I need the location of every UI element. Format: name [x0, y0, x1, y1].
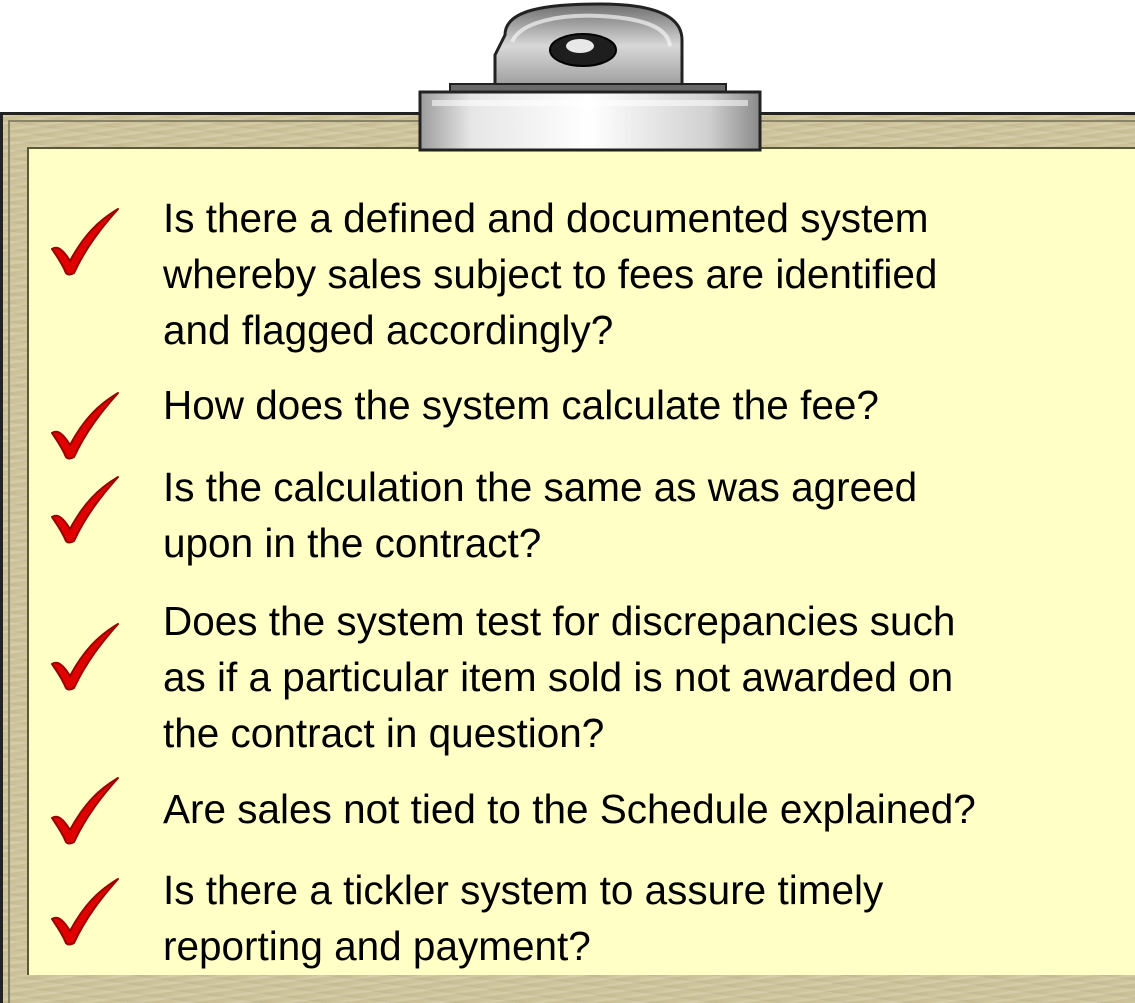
checklist-item-text: Are sales not tied to the Schedule expla…	[163, 786, 976, 832]
red-checkmark-icon	[51, 392, 119, 460]
red-checkmark-icon	[51, 623, 119, 691]
red-checkmark-icon	[51, 208, 119, 276]
red-checkmark-icon	[51, 476, 119, 544]
binder-clip-icon	[418, 2, 762, 152]
red-checkmark-icon	[51, 777, 119, 845]
checklist-item-text: How does the system calculate the fee?	[163, 382, 879, 428]
checklist-item-text: Is the calculation the same as was agree…	[163, 464, 918, 566]
note-paper	[27, 147, 1135, 975]
red-checkmark-icon	[51, 878, 119, 946]
checklist-item-text: Is there a defined and documented system…	[163, 195, 938, 353]
checklist-item-text: Is there a tickler system to assure time…	[163, 867, 884, 969]
checklist-item-text: Does the system test for discrepancies s…	[163, 598, 956, 756]
